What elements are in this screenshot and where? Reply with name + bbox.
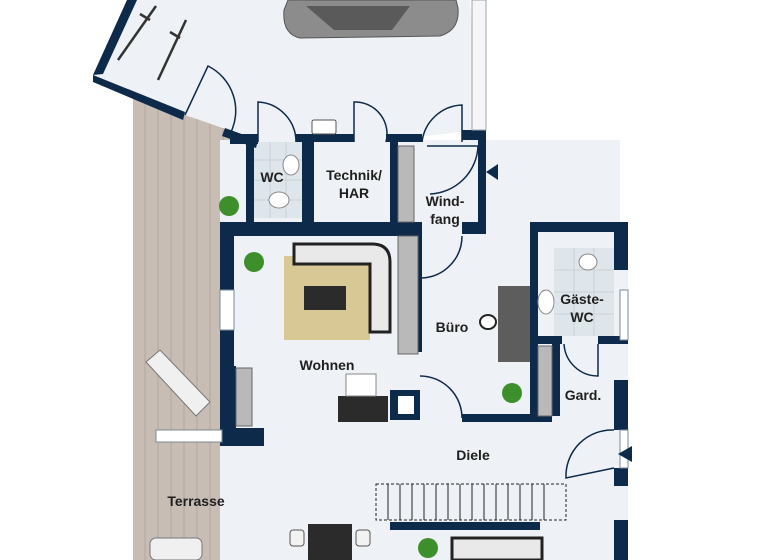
room-label-diele: Diele [456,447,490,463]
sun-lounger-icon [145,349,211,417]
desk [498,286,530,362]
coffee-table [304,286,346,310]
plant-icon [219,196,522,558]
wardrobe [397,235,419,355]
tv-screen [345,373,377,397]
room-label-wohnen: Wohnen [299,357,355,373]
desk-chair-icon [479,314,497,330]
terrace-chair [149,537,203,560]
dining-set [289,524,371,560]
entrance-arrow-icon [618,446,632,462]
wardrobe [397,145,415,223]
room-label-terrasse: Terrasse [167,493,225,509]
windows [155,289,629,469]
room-label-technik: Technik/ HAR [326,167,382,201]
room-label-buero: Büro [435,319,469,335]
room-label-garderobe: Gard. [564,387,602,403]
bicycle-icon [116,5,188,81]
room-label-wc: WC [260,169,284,185]
entrance-arrow-icon [486,164,498,180]
technik-unit [311,119,337,135]
tv-cabinet [338,396,388,422]
room-label-gaeste-wc: Gäste- WC [560,291,604,325]
car-icon [283,0,459,39]
sideboard [235,367,253,427]
sink-icon [537,253,598,315]
toilet-icon [268,154,300,209]
garage-edge [471,0,487,131]
sofa-icon [292,242,392,334]
room-label-windfang: Wind- fang [425,193,465,227]
lower-sofa [450,536,544,560]
fireplace [398,396,414,414]
stairs-icon [375,483,567,521]
doors [184,64,615,479]
wardrobe [537,345,553,417]
